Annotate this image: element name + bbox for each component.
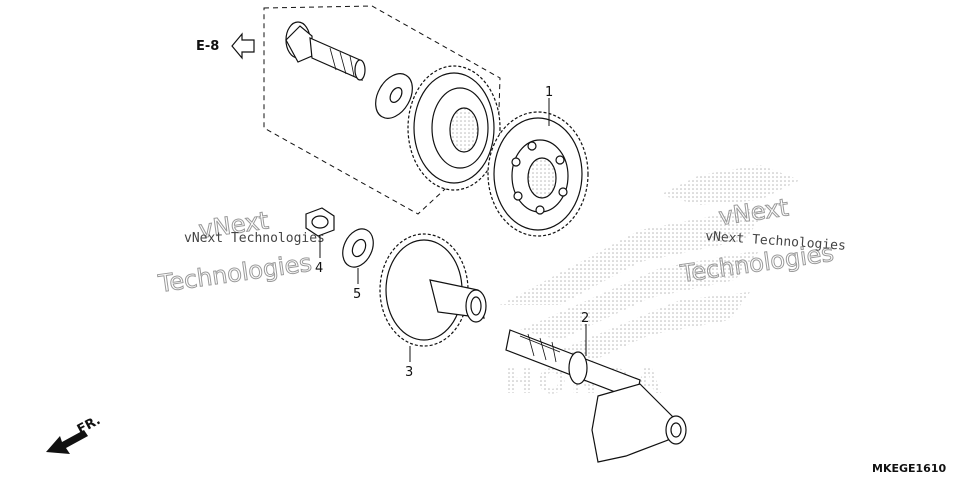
bolt: [285, 21, 366, 81]
callout-1: 1: [545, 85, 553, 100]
callout-4: 4: [315, 261, 323, 276]
watermark-large-text-2: Technologies: [156, 249, 314, 298]
callout-2: 2: [581, 311, 589, 326]
front-arrow-icon: [46, 430, 88, 454]
nut-part-4: [305, 207, 335, 237]
callout-5: 5: [353, 287, 361, 302]
front-label: FR.: [75, 413, 103, 438]
reference-arrow-icon: [231, 32, 255, 60]
gear-upper-assembly: [407, 65, 501, 191]
washer-part-5: [342, 228, 374, 268]
part-code: MKEGE1610: [872, 462, 946, 475]
gear-part-3: [379, 233, 487, 347]
washer: [375, 73, 413, 119]
balancer-shaft-part-2: [505, 329, 687, 463]
watermark-small-text: vNext Technologies: [184, 231, 325, 246]
leader-lines: [319, 98, 587, 362]
watermark-left: vNext Technologies vNext Technologies: [155, 206, 325, 299]
callout-3: 3: [405, 365, 413, 380]
gear-part-1: [487, 111, 589, 237]
reference-label: E-8: [196, 39, 219, 54]
